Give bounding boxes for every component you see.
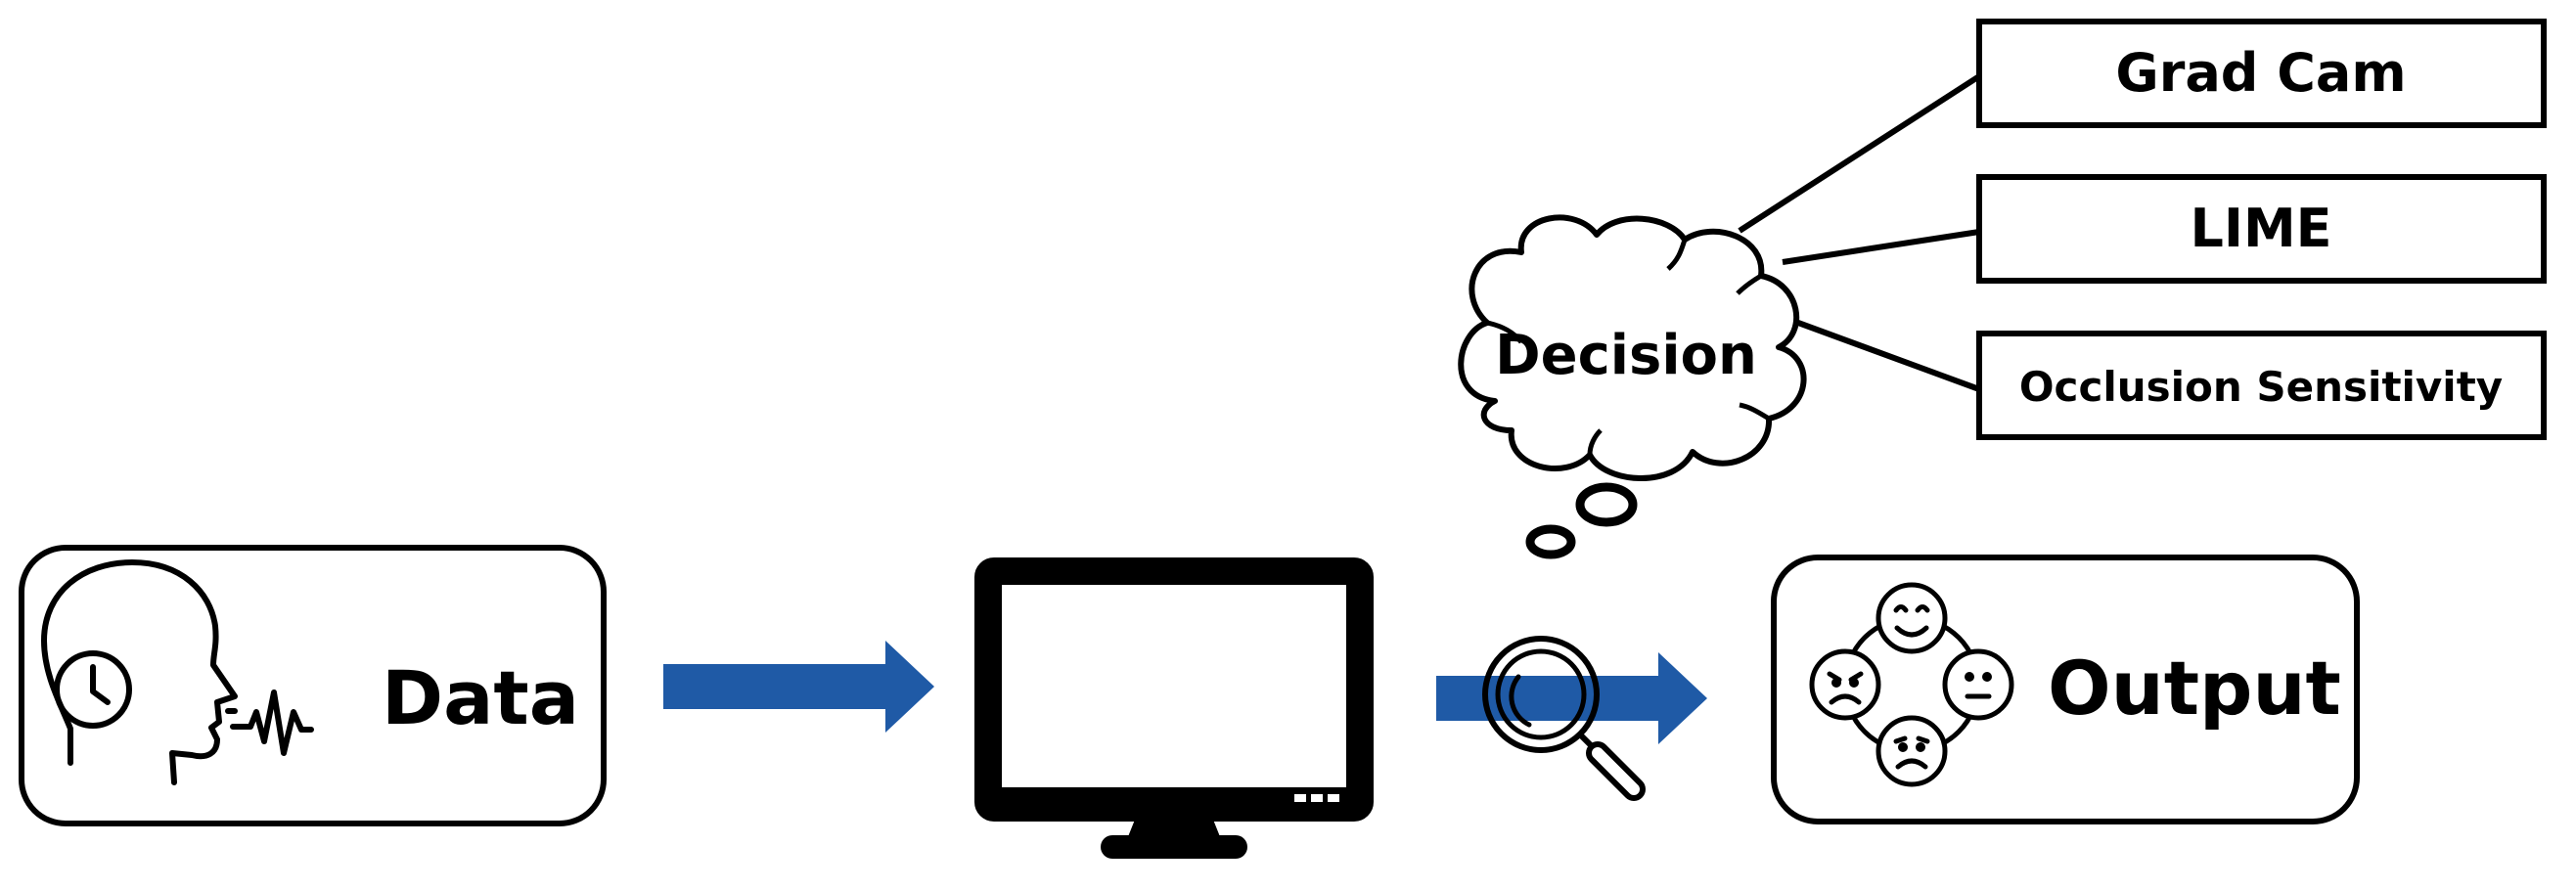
magnifying-glass-icon [1482, 636, 1646, 801]
connector-lime [1782, 229, 1980, 265]
thought-cloud-icon: Decision [1458, 214, 1807, 481]
thought-bubble-medium [1525, 524, 1576, 559]
magnifier-glint [1509, 674, 1532, 728]
arrow-shaft [663, 664, 890, 709]
cloud-outline [1458, 214, 1807, 481]
magnifier-outer-ring [1482, 636, 1600, 753]
cloud-curl [1739, 402, 1771, 422]
cloud-curl [1736, 273, 1763, 295]
output-box: Output [1771, 555, 2360, 824]
thought-bubble-large [1575, 482, 1638, 527]
happy-face-icon [1876, 582, 1948, 654]
sad-face-icon [1876, 715, 1948, 787]
decision-label: Decision [1495, 324, 1757, 387]
emotion-faces-icon [1809, 582, 2014, 787]
thought-bubbles [1525, 482, 1638, 559]
method-box-frame [1976, 331, 2547, 440]
method-label-grad-cam: Grad Cam [2115, 42, 2406, 104]
magnifier-handle-inner [1592, 747, 1640, 795]
monitor-neck [1127, 815, 1221, 839]
method-connectors [1738, 73, 1981, 392]
computer-monitor-icon [974, 557, 1374, 859]
monitor-led [1294, 794, 1306, 802]
monitor-led [1328, 794, 1339, 802]
neutral-face-icon [1942, 648, 2014, 721]
monitor-stand [1101, 835, 1247, 859]
magnifier-inner-ring [1495, 648, 1587, 740]
cloud-curl [1486, 320, 1524, 344]
arrow-head [885, 641, 934, 733]
monitor-bezel [974, 557, 1374, 822]
arrow-shaft [1436, 676, 1663, 721]
data-box: Data [19, 545, 607, 826]
arrow-head [1658, 652, 1707, 744]
method-box-occlusion-sensitivity: Occlusion Sensitivity [1976, 331, 2547, 440]
speaking-head-icon [41, 559, 314, 785]
connector-grad-cam [1738, 73, 1981, 234]
cloud-curl [1666, 239, 1688, 271]
method-box-frame [1976, 19, 2547, 128]
method-label-lime: LIME [2190, 198, 2331, 259]
angry-face-icon [1809, 648, 1881, 721]
data-box-frame [19, 545, 607, 826]
method-label-occlusion-sensitivity: Occlusion Sensitivity [2019, 363, 2503, 411]
cloud-curl [1587, 428, 1603, 456]
output-label: Output [2048, 645, 2341, 732]
data-label: Data [382, 654, 579, 741]
connector-occlusion [1796, 320, 1981, 392]
arrow-model-to-output [1436, 652, 1707, 744]
method-box-frame [1976, 174, 2547, 284]
method-box-lime: LIME [1976, 174, 2547, 284]
method-box-grad-cam: Grad Cam [1976, 19, 2547, 128]
arrow-data-to-model [663, 641, 934, 733]
monitor-led [1311, 794, 1323, 802]
